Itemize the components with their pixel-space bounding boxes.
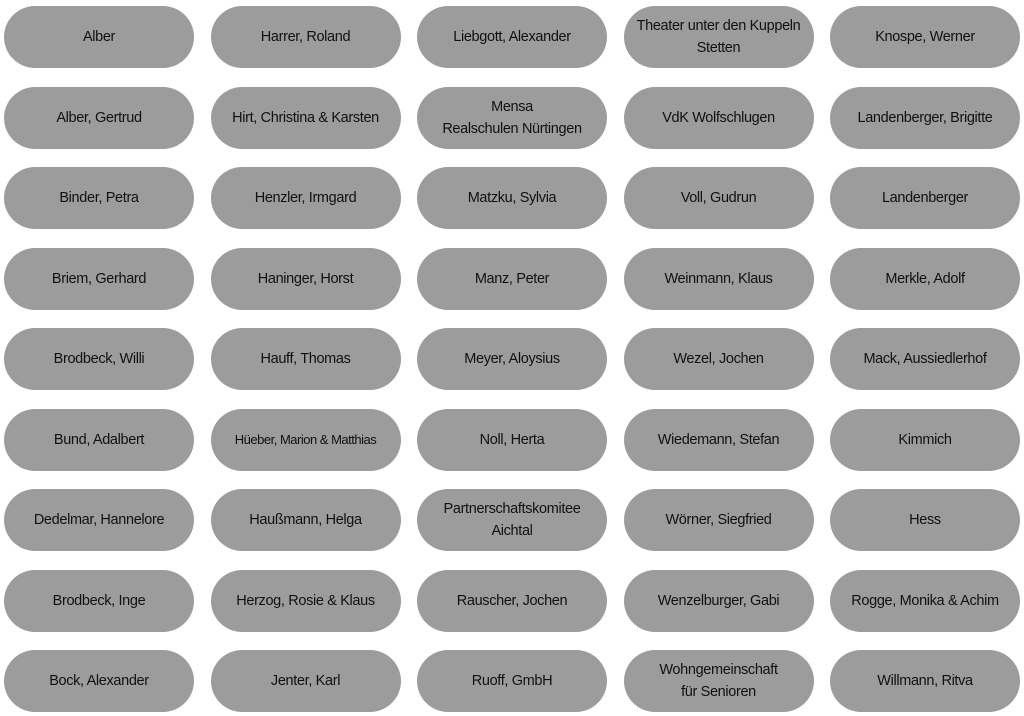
name-label: Haußmann, Helga — [210, 489, 401, 551]
name-label: Knospe, Werner — [830, 6, 1020, 68]
name-label: Binder, Petra — [4, 167, 194, 229]
name-label: Matzku, Sylvia — [417, 167, 607, 229]
name-label: Jenter, Karl — [210, 650, 401, 712]
name-label: Alber — [4, 6, 194, 68]
name-label: Mack, Aussiedlerhof — [830, 328, 1020, 390]
name-label: Brodbeck, Willi — [4, 328, 194, 390]
name-label: Bock, Alexander — [4, 650, 194, 712]
name-label: Merkle, Adolf — [830, 247, 1020, 310]
name-label: Landenberger, Brigitte — [830, 86, 1020, 149]
name-label: Noll, Herta — [417, 408, 607, 471]
name-label: Wohngemeinschaft für Senioren — [623, 650, 814, 712]
name-label: Voll, Gudrun — [623, 167, 814, 229]
name-label: Hirt, Christina & Karsten — [210, 86, 401, 149]
name-label: Theater unter den Kuppeln Stetten — [623, 6, 814, 68]
name-label: Herzog, Rosie & Klaus — [210, 569, 401, 632]
name-label: Brodbeck, Inge — [4, 569, 194, 632]
name-label: Hüeber, Marion & Matthias — [210, 408, 401, 471]
name-label: Kimmich — [830, 408, 1020, 471]
name-label: Dedelmar, Hannelore — [4, 489, 194, 551]
name-label: Wörner, Siegfried — [623, 489, 814, 551]
name-label: Haninger, Horst — [210, 247, 401, 310]
name-label-grid: Alber Harrer, Roland Liebgott, Alexander… — [4, 6, 1020, 712]
name-label: Wiedemann, Stefan — [623, 408, 814, 471]
name-label: Mensa Realschulen Nürtingen — [417, 86, 607, 149]
name-label: Partnerschaftskomitee Aichtal — [417, 489, 607, 551]
name-label: Hess — [830, 489, 1020, 551]
name-label: Henzler, Irmgard — [210, 167, 401, 229]
name-label: Harrer, Roland — [210, 6, 401, 68]
name-label: Weinmann, Klaus — [623, 247, 814, 310]
name-label: Rauscher, Jochen — [417, 569, 607, 632]
name-label: Manz, Peter — [417, 247, 607, 310]
name-label: Liebgott, Alexander — [417, 6, 607, 68]
name-label: Ruoff, GmbH — [417, 650, 607, 712]
name-label: Wezel, Jochen — [623, 328, 814, 390]
name-label: Rogge, Monika & Achim — [830, 569, 1020, 632]
name-label: Briem, Gerhard — [4, 247, 194, 310]
name-label: Alber, Gertrud — [4, 86, 194, 149]
name-label: Meyer, Aloysius — [417, 328, 607, 390]
name-label: Landenberger — [830, 167, 1020, 229]
name-label: Wenzelburger, Gabi — [623, 569, 814, 632]
name-label: Bund, Adalbert — [4, 408, 194, 471]
name-label: Hauff, Thomas — [210, 328, 401, 390]
name-label: VdK Wolfschlugen — [623, 86, 814, 149]
name-label: Willmann, Ritva — [830, 650, 1020, 712]
